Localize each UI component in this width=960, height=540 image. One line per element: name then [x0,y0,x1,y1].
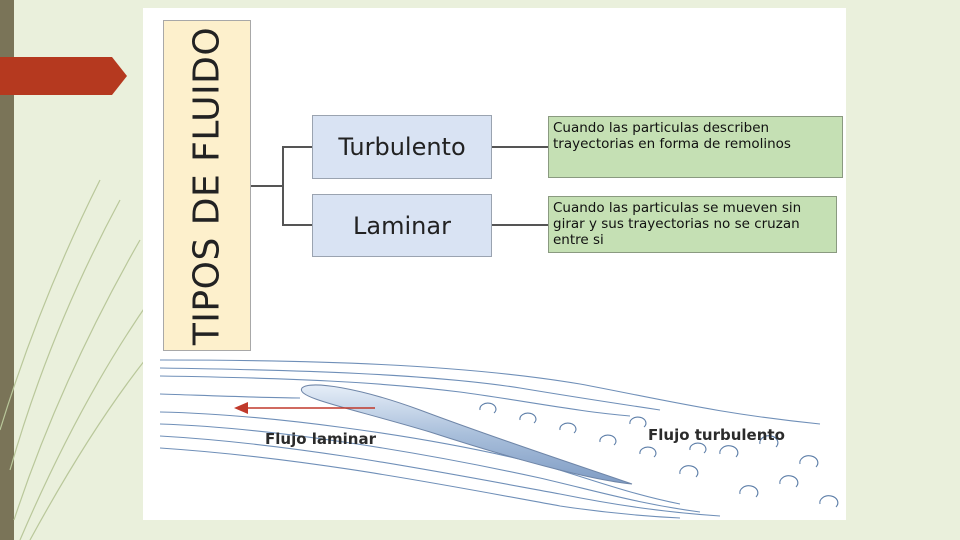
desc-box-laminar: Cuando las particulas se mueven sin gira… [548,196,837,253]
streamlines [159,359,821,519]
desc-text-laminar: Cuando las particulas se mueven sin gira… [553,200,802,248]
type-label-turbulento: Turbulento [338,133,466,161]
type-box-turbulento: Turbulento [312,115,492,179]
connector-stem [251,185,283,187]
desc-box-turbulento: Cuando las particulas describen trayecto… [548,116,843,178]
left-edge-bar [0,0,14,540]
content-panel [143,8,846,520]
connector-laminar-desc [491,224,549,226]
laminar-flow-label: Flujo laminar [265,430,376,448]
airfoil-illustration [159,359,839,519]
airfoil-figure: Flujo laminar Flujo turbulento [159,354,840,519]
accent-arrow [0,57,127,95]
title-box: TIPOS DE FLUIDO [163,20,251,351]
type-label-laminar: Laminar [353,211,451,240]
airfoil-shape [300,384,633,485]
type-box-laminar: Laminar [312,194,492,257]
connector-laminar [282,224,312,226]
connector-turbulento [282,146,312,148]
diagram-title: TIPOS DE FLUIDO [186,26,228,345]
connector-vertical [282,146,284,224]
connector-turbulento-desc [491,146,549,148]
vortex-curls [479,402,839,508]
desc-text-turbulento: Cuando las particulas describen trayecto… [553,120,791,152]
laminar-arrow [234,402,375,414]
turbulent-flow-label: Flujo turbulento [648,426,785,444]
